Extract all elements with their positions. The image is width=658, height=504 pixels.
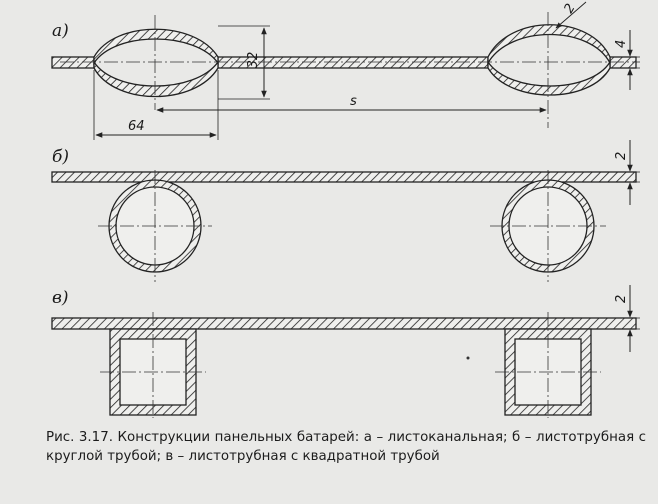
dimension-64-label: 64 [128,119,145,134]
scan-speck [466,356,470,360]
channel-left-upper-wall [93,28,219,66]
panel-c-label: в) [52,288,69,308]
flat-sheet-left [51,56,95,69]
channel-right-lower-wall [487,59,611,96]
dimension-4-label: 4 [614,40,629,48]
channel-left-lower-wall [93,59,219,97]
panel-b-label: б) [52,147,69,167]
panel-b-round-tube: б) 2 [51,140,640,282]
flat-sheet-right [609,56,637,69]
dimension-2-leader-a [555,1,587,29]
channel-right-upper-wall [487,24,611,66]
dimension-32-label: 32 [246,52,261,69]
panel-c-square-tube: в) 2 [51,285,640,418]
dimension-2-label-c: 2 [614,295,629,303]
panel-a-channel-sheet: а) 32 s 64 2 [51,1,640,140]
dimension-s-label: s [350,94,357,109]
dimension-2-label-a: 2 [561,1,578,16]
panel-radiator-drawing: а) 32 s 64 2 [51,1,640,418]
dimension-2-label-b: 2 [614,152,629,160]
sheet-c [51,317,637,330]
figure-caption: Рис. 3.17. Конструкции панельных батарей… [46,430,646,464]
sheet-b [51,171,637,183]
panel-a-label: а) [52,21,69,41]
